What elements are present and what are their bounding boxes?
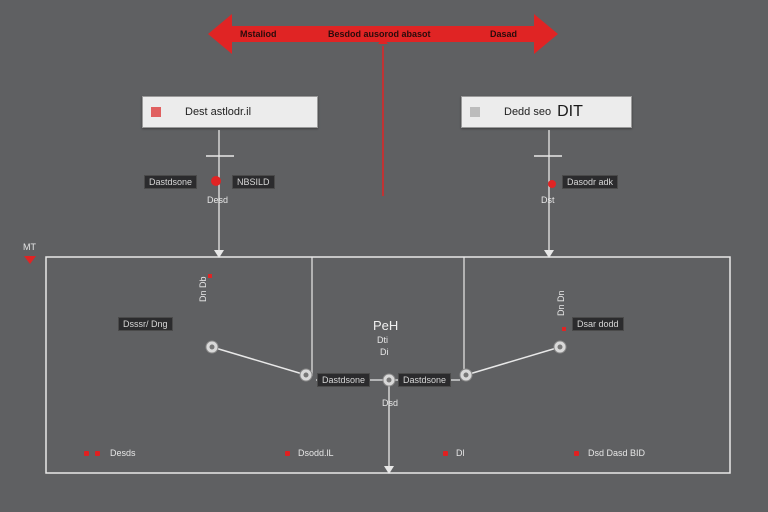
center-sub: Dti xyxy=(377,335,388,345)
node-right-emphasis: DIT xyxy=(557,103,583,120)
legend-label-4: Dsd Dasd BID xyxy=(588,448,646,458)
tag-mid-left: Dsssr/ Dng xyxy=(118,317,173,331)
junction-node-core-5 xyxy=(557,344,563,350)
top-arrow-left-text: Mstaliod xyxy=(240,29,277,39)
right-connector-arrowhead xyxy=(544,250,554,258)
link-right-center xyxy=(465,346,561,376)
center-low-label: Dsd xyxy=(382,398,399,408)
legend-marker-2 xyxy=(285,451,290,456)
tag-center-b: Dastdsone xyxy=(398,373,452,387)
legend-marker-3 xyxy=(443,451,448,456)
right-red-marker xyxy=(548,180,556,188)
center-sub2: Di xyxy=(380,347,389,357)
right-tick-label: Dst xyxy=(541,195,555,205)
tag-left-a: Dastdsone xyxy=(144,175,198,189)
tag-mid-right: Dsar dodd xyxy=(572,317,624,331)
center-down-arrowhead xyxy=(384,466,394,474)
legend-label-2: Dsodd.lL xyxy=(298,448,334,458)
top-arrow-center-text: Besdod ausorod abasot xyxy=(328,29,431,39)
center-red-arrowhead xyxy=(378,38,388,44)
legend-marker-1b xyxy=(95,451,100,456)
right-inner-marker xyxy=(562,327,566,331)
top-arrow-right-text: Dasad xyxy=(490,29,518,39)
tag-left-b: NBSILD xyxy=(232,175,275,189)
junction-node-core-2 xyxy=(303,372,309,378)
outer-frame xyxy=(45,256,731,474)
node-left-swatch xyxy=(151,107,161,117)
left-connector-arrowhead xyxy=(214,250,224,258)
center-title: PeH xyxy=(373,318,399,333)
legend-marker-1 xyxy=(84,451,89,456)
left-top-marker-label: MT xyxy=(23,242,36,252)
vertical-right-label: Dn Dn xyxy=(556,290,566,316)
legend-label-3: Dl xyxy=(456,448,465,458)
junction-node-core-4 xyxy=(463,372,469,378)
left-frame-marker xyxy=(24,256,36,264)
node-left-label: Dest astlodr.il xyxy=(185,106,252,118)
top-double-arrow xyxy=(208,14,558,54)
left-red-marker xyxy=(211,176,221,186)
legend-marker-4 xyxy=(574,451,579,456)
junction-node-core-3 xyxy=(386,377,392,383)
tag-center-a: Dastdsone xyxy=(317,373,371,387)
left-tick-label: Desd xyxy=(207,195,229,205)
left-inner-marker xyxy=(208,274,212,278)
legend-label-1: Desds xyxy=(110,448,136,458)
tag-right-a: Dasodr adk xyxy=(562,175,619,189)
junction-node-core-1 xyxy=(209,344,215,350)
node-left-box[interactable]: Dest astlodr.il xyxy=(142,96,318,128)
link-left-center xyxy=(211,346,307,376)
node-right-box[interactable]: Dedd seo DIT xyxy=(461,96,632,128)
vertical-left-label: Dn Db xyxy=(198,276,208,302)
node-right-swatch xyxy=(470,107,480,117)
node-right-label: Dedd seo xyxy=(504,106,552,118)
